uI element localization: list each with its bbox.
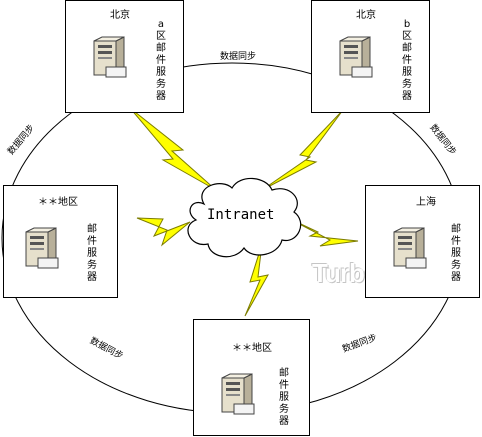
node-location: 北京 xyxy=(110,10,130,21)
server-icon xyxy=(93,36,127,78)
node-location: ＊＊地区 xyxy=(38,197,78,208)
server-node-region-bottom: ＊＊地区 邮件服务器 xyxy=(193,319,310,436)
intranet-cloud xyxy=(187,177,302,258)
intranet-label: Intranet xyxy=(207,207,275,223)
lightning-link-a xyxy=(129,107,217,191)
node-location: 上海 xyxy=(416,197,436,208)
lightning-link-b xyxy=(261,109,344,191)
node-role: 邮件服务器 xyxy=(451,224,461,283)
sync-label-top: 数据同步 xyxy=(220,52,257,62)
lightning-link-bottom xyxy=(244,243,269,317)
node-role: 邮件服务器 xyxy=(87,224,97,283)
node-location: 北京 xyxy=(356,10,376,21)
node-location: ＊＊地区 xyxy=(232,343,272,354)
lightning-link-left xyxy=(136,217,191,247)
server-node-beijing-b: 北京 b区邮件服务器 xyxy=(311,0,430,113)
node-role: 邮件服务器 xyxy=(279,368,289,427)
server-icon xyxy=(339,36,373,78)
server-node-shanghai: 上海 邮件服务器 xyxy=(365,185,480,298)
server-node-beijing-a: 北京 a区邮件服务器 xyxy=(65,0,184,113)
server-node-region-left: ＊＊地区 邮件服务器 xyxy=(3,185,118,298)
server-icon xyxy=(25,227,59,269)
lightning-link-shanghai xyxy=(287,217,359,247)
node-role: a区邮件服务器 xyxy=(156,19,166,102)
server-icon xyxy=(221,373,255,415)
node-role: b区邮件服务器 xyxy=(402,19,412,102)
server-icon xyxy=(393,227,427,269)
